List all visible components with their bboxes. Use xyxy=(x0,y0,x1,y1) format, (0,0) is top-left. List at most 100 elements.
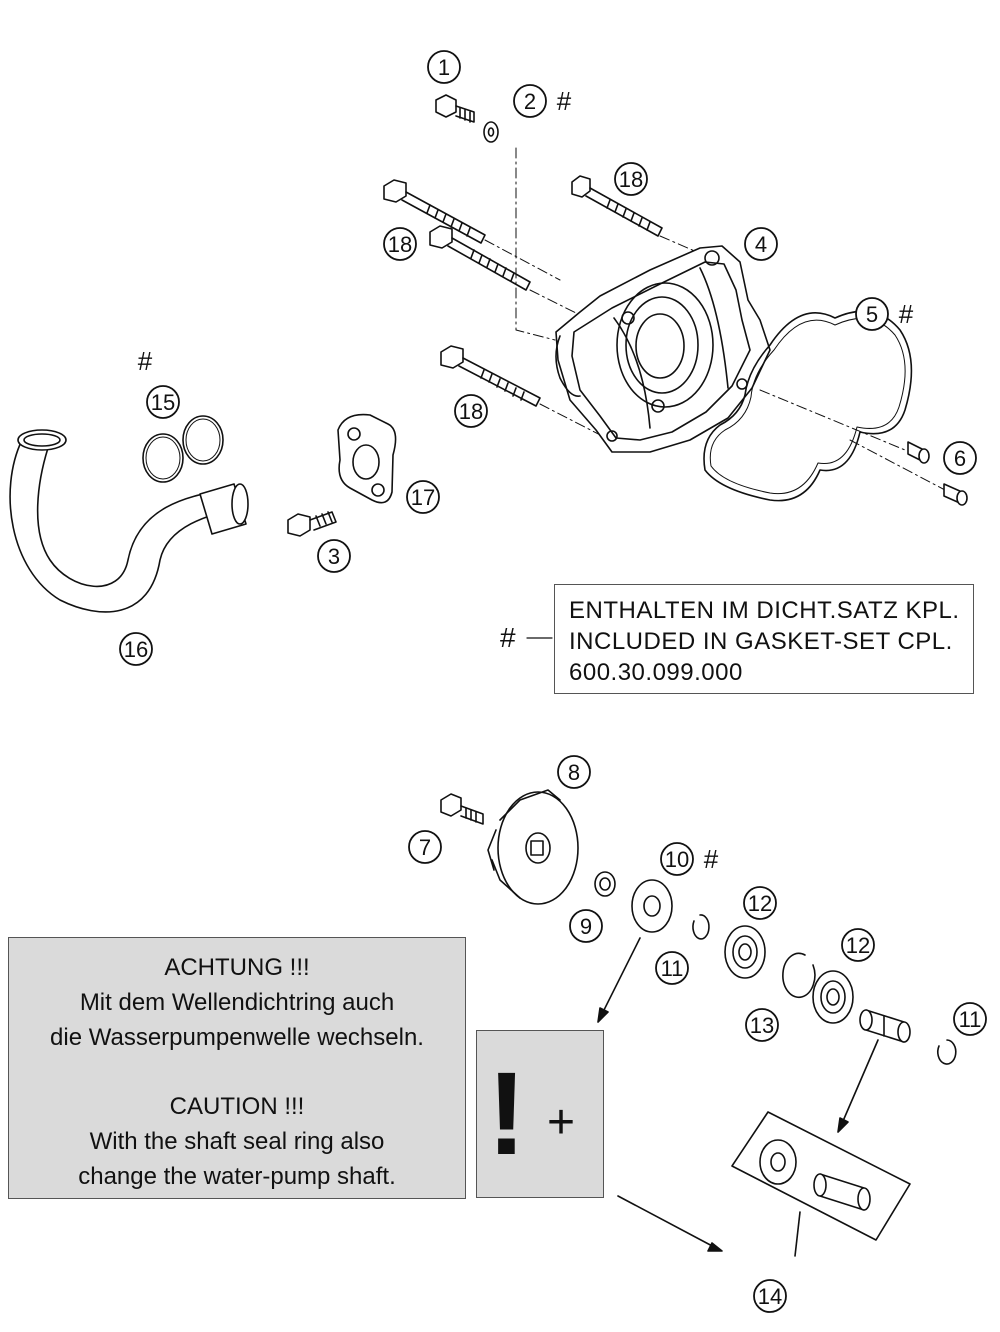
callout-number: 8 xyxy=(568,760,580,785)
plus-sign: + xyxy=(547,1096,576,1149)
part-1-bolt xyxy=(435,94,475,123)
gasket-set-marker: # xyxy=(138,346,153,376)
callout-number: 10 xyxy=(665,847,689,872)
callout-number: 18 xyxy=(619,167,643,192)
callout-17: 17 xyxy=(406,480,440,514)
part-6-dowels xyxy=(759,389,968,506)
callout-circle xyxy=(119,632,153,666)
callout-number: 15 xyxy=(151,390,175,415)
callout-circle xyxy=(744,227,778,261)
callout-2: 2# xyxy=(513,84,572,118)
callout-circle xyxy=(745,1008,779,1042)
callout-14: 14 xyxy=(753,1279,787,1313)
part-9-washer xyxy=(594,871,616,897)
callout-10: 10 # xyxy=(660,842,719,876)
callout-13: 13 xyxy=(745,1008,779,1042)
callout-circle xyxy=(943,441,977,475)
part-18-bolts xyxy=(383,175,721,441)
gasket-set-marker: # xyxy=(899,299,914,329)
callout-circle xyxy=(408,830,442,864)
callout-11: 11 xyxy=(953,1002,987,1036)
callout-number: 18 xyxy=(459,399,483,424)
callout-number: 18 xyxy=(388,232,412,257)
callout-circle xyxy=(841,928,875,962)
callout-number: 3 xyxy=(328,544,340,569)
callout-8: 8 xyxy=(557,755,591,789)
callout-circle xyxy=(513,84,547,118)
gasket-note-part-number: 600.30.099.000 xyxy=(569,659,743,686)
caution-title-de: ACHTUNG !!! xyxy=(164,954,310,981)
caution-text-de-2: die Wasserpumpenwelle wechseln. xyxy=(50,1024,424,1051)
callout-number: 11 xyxy=(959,1007,982,1032)
part-14-kit xyxy=(731,1111,911,1257)
callout-circle xyxy=(454,394,488,428)
callout-number: 12 xyxy=(748,891,772,916)
callout-number: 5 xyxy=(866,302,878,327)
callout-number: 4 xyxy=(755,232,767,257)
callout-number: 12 xyxy=(846,933,870,958)
callout-6: 6 xyxy=(943,441,977,475)
callout-number: 17 xyxy=(411,485,435,510)
gasket-set-note: ENTHALTEN IM DICHT.SATZ KPL. INCLUDED IN… xyxy=(554,584,974,694)
callout-5: 5# xyxy=(855,297,914,331)
part-4-pump-cover xyxy=(555,245,771,453)
callout-15: 15 # xyxy=(138,346,180,419)
exclamation-mark: ! xyxy=(487,1048,527,1180)
callout-3: 3 xyxy=(317,539,351,573)
gasket-note-line-en: INCLUDED IN GASKET-SET CPL. xyxy=(569,628,953,655)
callout-1: 1 xyxy=(427,50,461,84)
callout-number: 1 xyxy=(438,55,450,80)
exclamation-box: ! + xyxy=(476,1030,604,1198)
caution-text-en-1: With the shaft seal ring also xyxy=(89,1128,385,1155)
caution-title-en: CAUTION !!! xyxy=(169,1093,305,1120)
callout-circle xyxy=(383,227,417,261)
callout-circle xyxy=(953,1002,987,1036)
callout-circle xyxy=(655,951,689,985)
callout-number: 6 xyxy=(954,446,966,471)
pump-shaft xyxy=(859,1009,911,1043)
callout-12: 12 xyxy=(743,886,777,920)
callout-circle xyxy=(660,842,694,876)
gasket-set-marker: # xyxy=(704,844,719,874)
part-3-screw xyxy=(287,511,337,537)
part-10-seal xyxy=(631,879,673,933)
callout-circle xyxy=(855,297,889,331)
callout-18: 18 xyxy=(383,227,417,261)
part-12-bearings xyxy=(724,925,854,1024)
caution-box: ACHTUNG !!! Mit dem Wellendichtring auch… xyxy=(8,937,466,1199)
callout-number: 13 xyxy=(750,1013,774,1038)
callout-12: 12 xyxy=(841,928,875,962)
part-16-hose xyxy=(9,429,249,613)
callout-16: 16 xyxy=(119,632,153,666)
part-15-orings xyxy=(142,433,184,483)
callout-7: 7 xyxy=(408,830,442,864)
callout-circle xyxy=(427,50,461,84)
callout-18: 18 xyxy=(454,394,488,428)
callout-number: 7 xyxy=(419,835,431,860)
callout-circle xyxy=(406,480,440,514)
callout-number: 14 xyxy=(758,1284,782,1309)
callout-number: 2 xyxy=(524,89,536,114)
caution-text-de-1: Mit dem Wellendichtring auch xyxy=(79,989,395,1016)
callout-circle xyxy=(317,539,351,573)
callout-number: 16 xyxy=(124,637,148,662)
gasket-set-marker: # xyxy=(557,86,572,116)
part-8-impeller xyxy=(487,789,579,905)
callout-circle xyxy=(614,162,648,196)
callout-11: 11 xyxy=(655,951,689,985)
part-7-bolt xyxy=(440,793,484,825)
gasket-note-line-de: ENTHALTEN IM DICHT.SATZ KPL. xyxy=(569,597,960,624)
callout-number: 9 xyxy=(580,914,592,939)
callout-circle xyxy=(569,909,603,943)
part-17-flange-gasket xyxy=(337,413,397,504)
part-2-washer xyxy=(483,121,499,143)
callout-number: 11 xyxy=(661,956,684,981)
callout-circle xyxy=(753,1279,787,1313)
callout-9: 9 xyxy=(569,909,603,943)
callout-4: 4 xyxy=(744,227,778,261)
caution-text-en-2: change the water-pump shaft. xyxy=(78,1163,396,1190)
callout-circle xyxy=(146,385,180,419)
part-13-ring xyxy=(782,952,816,999)
callout-circle xyxy=(743,886,777,920)
